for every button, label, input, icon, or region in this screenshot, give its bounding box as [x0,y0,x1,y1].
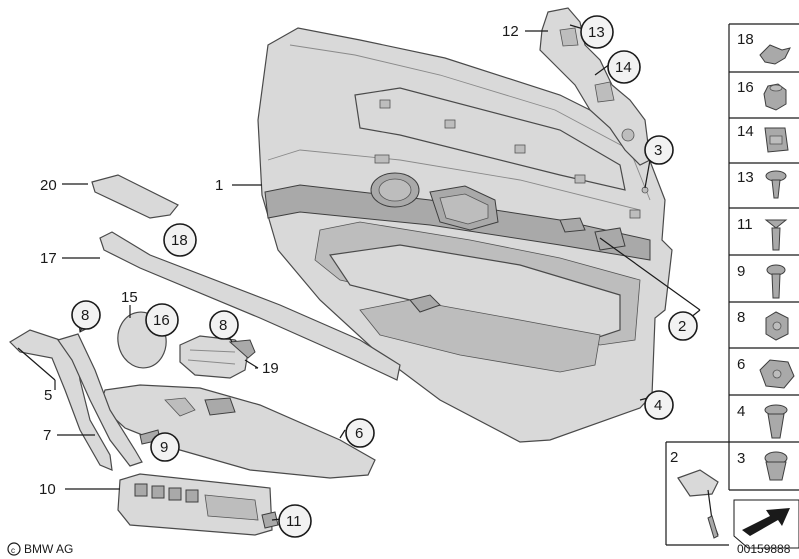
callout-circle-8b [209,310,239,340]
callout-20: 20 [40,177,57,194]
legend-14-clip: 14 [737,123,789,153]
callout-9: 9 [160,439,168,456]
legend-number: 6 [737,356,745,373]
callout-circle-16 [145,303,179,337]
trim-strip-17 [99,231,401,381]
legend-18-clip: 18 [737,31,791,65]
legend-8-nut: 8 [737,309,789,341]
legend-16-nut: 16 [737,79,787,111]
callout-8b: 8 [219,317,227,334]
callout-circle-18 [163,223,197,257]
fastener-legend: 18 16 14 13 11 9 8 [728,23,799,491]
callout-circle-11 [278,504,312,538]
legend-9-screw: 9 [737,263,786,299]
callout-circle-3 [644,135,674,165]
callout-circle-8a [71,300,101,330]
callout-circle-4 [644,390,674,420]
callout-6: 6 [355,425,363,442]
diagram-number: 00159888 [737,542,791,556]
callout-12: 12 [502,23,519,40]
legend-number: 16 [737,79,754,96]
callout-18: 18 [171,232,188,249]
armrest-6 [99,384,376,479]
callout-16: 16 [153,312,170,329]
callout-7: 7 [43,427,51,444]
callout-10: 10 [39,481,56,498]
callout-11: 11 [286,513,302,530]
callout-8a: 8 [81,307,89,324]
switch-panel-10 [117,473,279,536]
callout-labels: 1 2 3 4 5 6 7 8 8 9 10 11 12 13 14 15 16… [39,15,698,538]
callout-circle-14 [607,50,641,84]
legend-3-clip: 3 [737,450,788,481]
legend-number: 3 [737,450,745,467]
view-direction-arrow [733,499,799,549]
detail-box-2: 2 [665,441,729,546]
callout-circle-6 [345,418,375,448]
callout-2b: 2 [670,449,678,466]
legend-number: 11 [737,216,753,233]
callout-5: 5 [44,387,52,404]
callout-4: 4 [654,397,662,414]
callout-2: 2 [678,318,686,335]
leader-lines [17,24,701,521]
legend-number: 4 [737,403,745,420]
legend-4-clip: 4 [737,403,788,439]
callout-3: 3 [654,142,662,159]
callout-19: 19 [262,360,279,377]
cover-part-20 [91,174,179,219]
door-trim-panel [257,27,673,443]
legend-number: 14 [737,123,754,140]
legend-6-nut: 6 [737,356,795,389]
callout-14: 14 [615,59,632,76]
legend-number: 9 [737,263,745,280]
callout-circle-13 [580,15,614,49]
footer: c BMW AG 00159888 [7,542,791,556]
legend-13-screw: 13 [737,169,787,199]
callout-circle-2 [668,311,698,341]
callout-15: 15 [121,289,138,306]
callout-17: 17 [40,250,57,267]
svg-text:c: c [11,546,15,555]
legend-number: 13 [737,169,754,186]
legend-number: 8 [737,309,745,326]
legend-number: 18 [737,31,754,48]
legend-11-screw: 11 [737,216,788,251]
callout-13: 13 [588,24,605,41]
door-handle-19 [179,335,256,379]
callout-1: 1 [215,177,223,194]
callout-circle-9 [150,432,180,462]
copyright-brand: BMW AG [24,542,73,556]
